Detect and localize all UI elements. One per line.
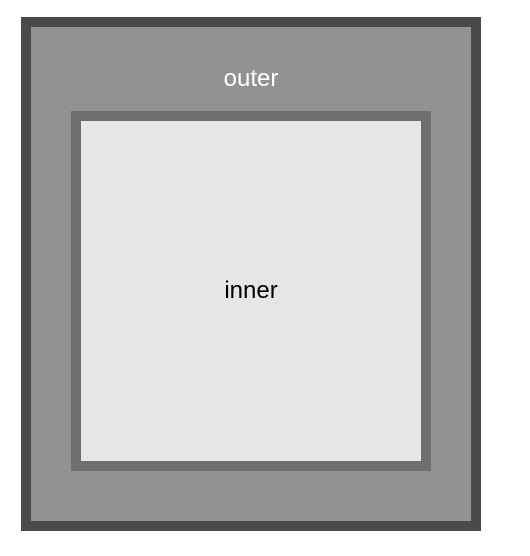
inner-label: inner [224, 277, 278, 304]
outer-box: outer inner [21, 17, 481, 531]
inner-box: inner [71, 111, 431, 471]
outer-label: outer [223, 65, 279, 92]
